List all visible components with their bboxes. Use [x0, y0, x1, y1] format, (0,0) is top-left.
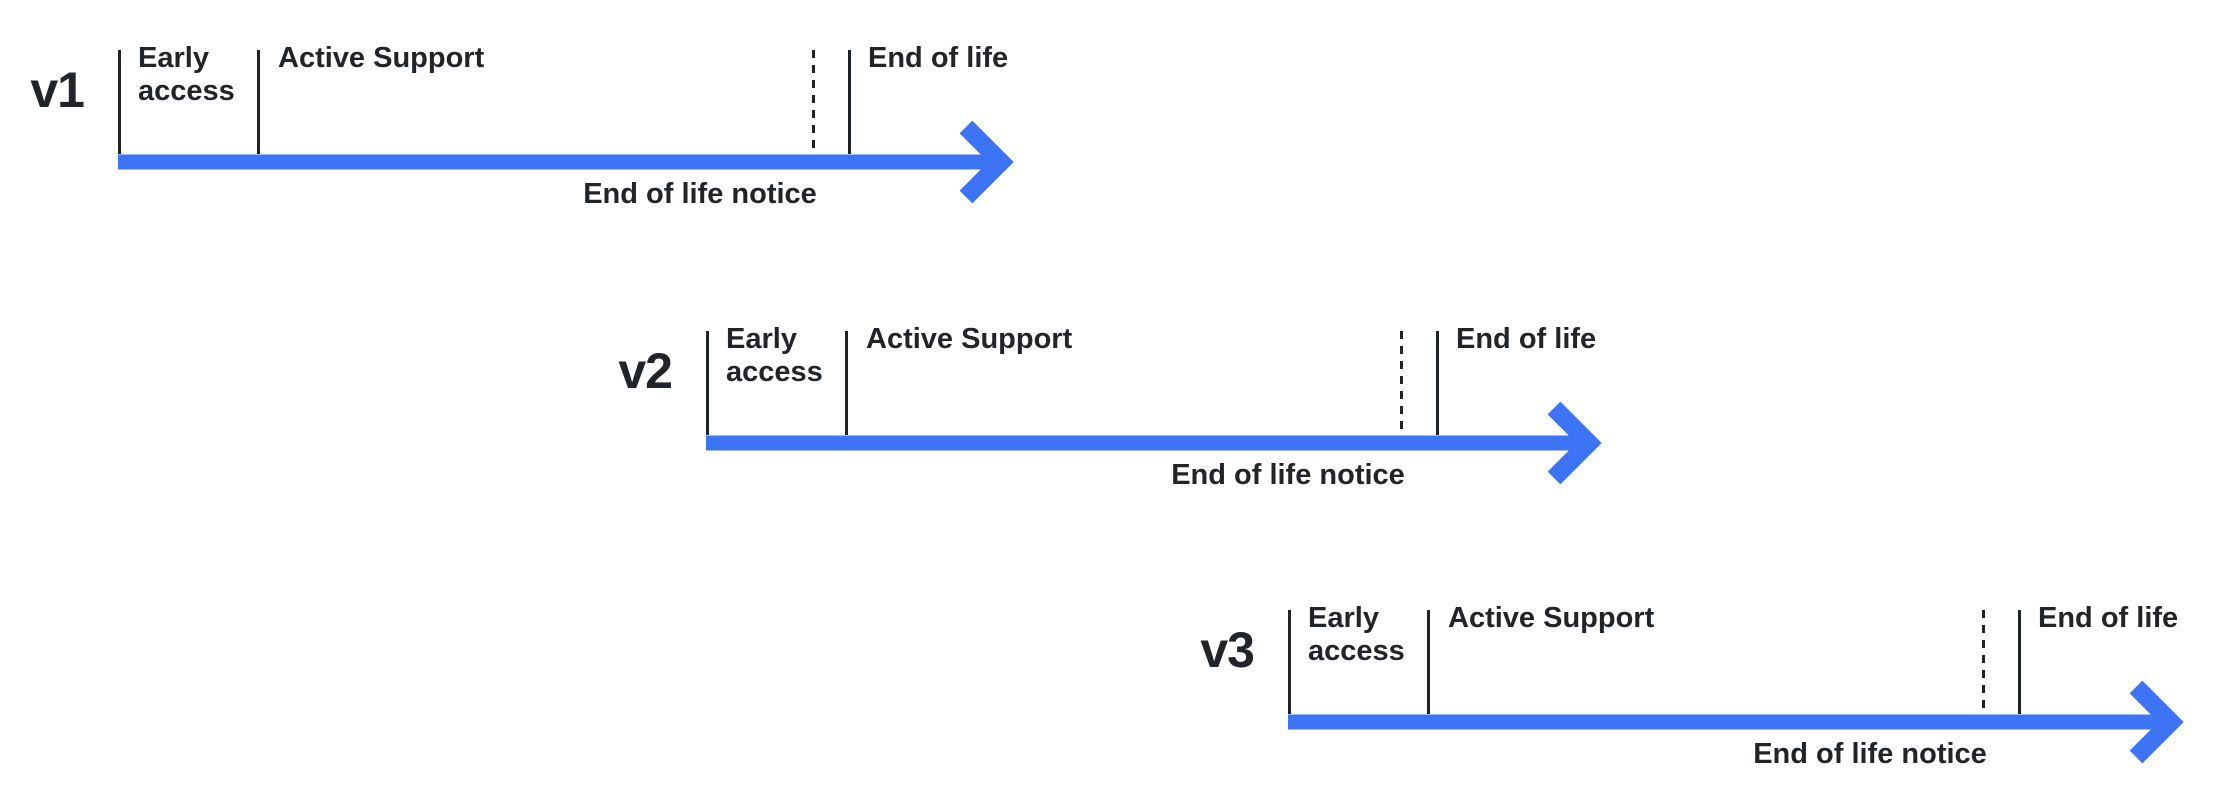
tick-start [118, 50, 121, 154]
active-support-label: Active Support [866, 323, 1073, 355]
timeline-arrow-icon [1288, 680, 2184, 764]
tick-active-support [1427, 610, 1430, 714]
active-support-label: Active Support [1448, 602, 1655, 634]
timeline-row-v3: v3 Early access Active Support End of li… [1170, 562, 2228, 797]
timeline-row-v2: v2 Early access Active Support End of li… [588, 283, 1658, 518]
end-of-life-label: End of life [2038, 602, 2179, 634]
timeline-arrow-icon [706, 401, 1602, 485]
early-access-label: Early access [726, 323, 823, 388]
version-label: v2 [618, 343, 673, 399]
tick-eol-notice-dashed [1400, 331, 1403, 431]
early-access-label: Early access [1308, 602, 1405, 667]
end-of-life-notice-label: End of life notice [583, 178, 817, 210]
tick-start [1288, 610, 1291, 714]
end-of-life-label: End of life [1456, 323, 1597, 355]
tick-eol-notice-dashed [1982, 610, 1985, 710]
early-access-label: Early access [138, 42, 235, 107]
end-of-life-notice-label: End of life notice [1171, 459, 1405, 491]
tick-active-support [257, 50, 260, 154]
tick-eol-notice-dashed [812, 50, 815, 150]
tick-end-of-life [2018, 610, 2021, 714]
tick-start [706, 331, 709, 435]
timeline-row-v1: v1 Early access Active Support End of li… [0, 2, 1070, 237]
tick-active-support [845, 331, 848, 435]
end-of-life-label: End of life [868, 42, 1009, 74]
end-of-life-notice-label: End of life notice [1753, 738, 1987, 770]
active-support-label: Active Support [278, 42, 485, 74]
version-label: v1 [30, 62, 85, 118]
timeline-arrow-icon [118, 120, 1014, 204]
version-label: v3 [1200, 622, 1255, 678]
tick-end-of-life [1436, 331, 1439, 435]
tick-end-of-life [848, 50, 851, 154]
